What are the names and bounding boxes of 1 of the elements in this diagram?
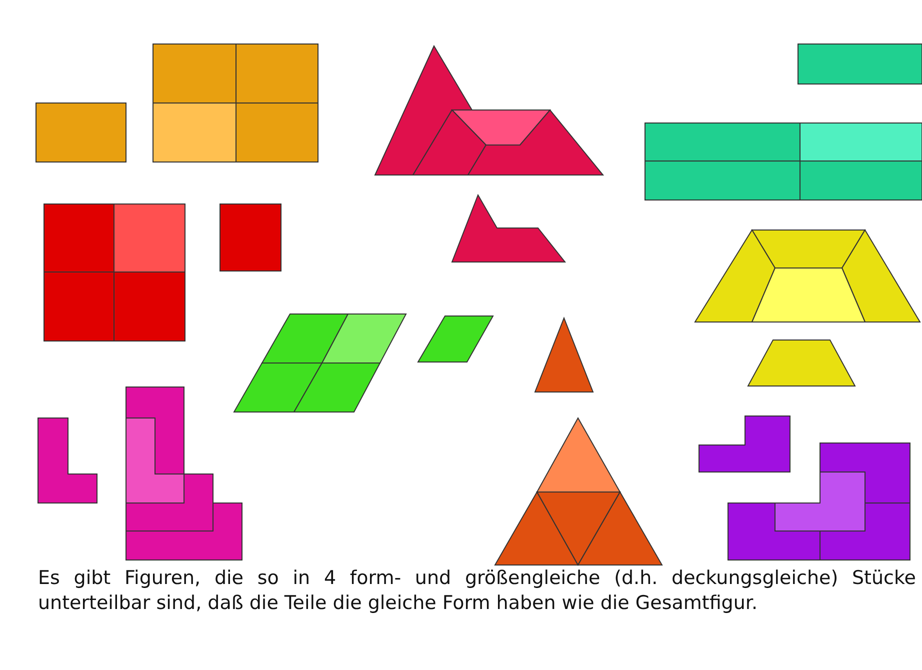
caption: Es gibt Figuren, die so in 4 form- und größengleiche (d.h. deckungsgleiche) Stücke unterteilbar sind, daß die Teile die gleiche Form haben wie die Gesamtfigur. [38, 566, 916, 616]
